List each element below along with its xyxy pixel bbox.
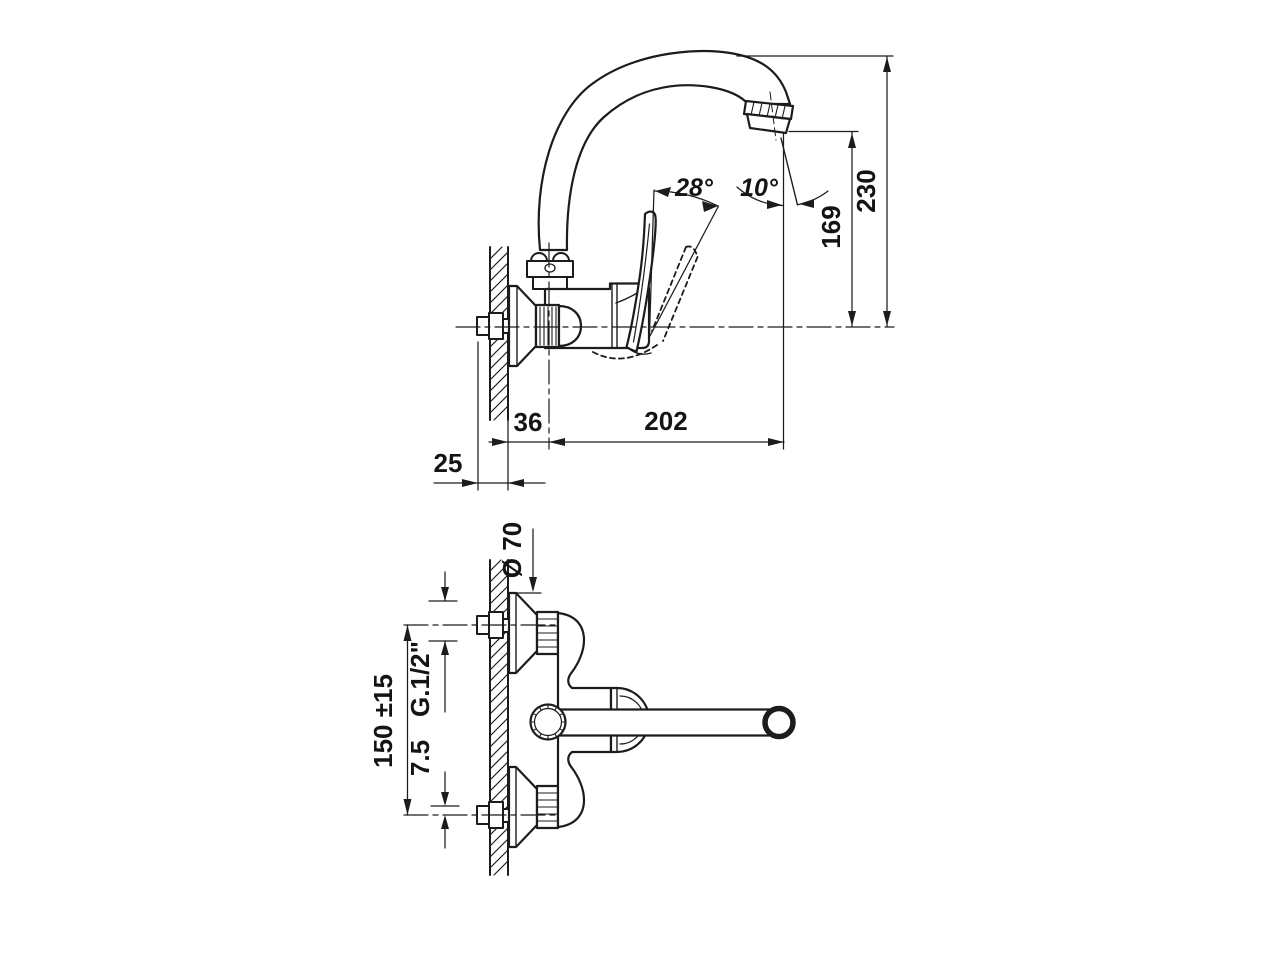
spout-tube — [537, 49, 792, 252]
dim-36-label: 36 — [514, 407, 543, 437]
spout-neck — [532, 276, 568, 290]
spout-ring — [526, 252, 574, 278]
dim-169-label: 169 — [816, 205, 846, 248]
dim-202-label: 202 — [644, 406, 687, 436]
dim-230-label: 230 — [851, 169, 881, 212]
dimension-230 — [736, 55, 894, 327]
plan-view: Ø 70 150 ±15 G.1/2" — [368, 522, 796, 876]
dim-dia70-label: Ø 70 — [497, 522, 527, 578]
dimension-36-202 — [488, 411, 785, 491]
escutcheon-bottom-plan — [507, 765, 539, 849]
union-nut-top-plan — [535, 610, 560, 656]
spout-end-cap — [762, 705, 796, 740]
handle-angle-label: 28° — [674, 174, 714, 202]
stream-angle-label: 10° — [740, 174, 779, 202]
dim-150-label: 150 ±15 — [368, 674, 398, 768]
dimension-150 — [403, 624, 412, 816]
dim-25-label: 25 — [434, 448, 463, 478]
escutcheon-side — [507, 284, 538, 368]
dim-thread-label: G.1/2" — [405, 641, 435, 717]
spout-tube-plan — [546, 705, 796, 740]
dimension-25 — [433, 341, 546, 491]
side-view: 10° 28° 230 — [433, 49, 895, 491]
body-union-nut-side — [534, 303, 583, 349]
lever-handle — [625, 210, 657, 355]
dim-75-label: 7.5 — [405, 740, 435, 776]
aerator — [742, 91, 795, 141]
dimension-169 — [788, 130, 859, 327]
arrow — [767, 200, 782, 209]
handle-angle-dimension — [648, 187, 720, 337]
dimension-thread — [428, 571, 458, 713]
arrow — [655, 187, 671, 197]
dimension-dia70 — [516, 528, 542, 594]
arrow — [702, 201, 718, 212]
supply-union-side — [476, 312, 511, 340]
union-nut-bottom-plan — [535, 784, 560, 830]
stream-angle-dimension — [736, 132, 829, 450]
dimension-75 — [430, 771, 460, 849]
arrow — [799, 199, 814, 208]
spout-swivel-nut-plan — [529, 703, 567, 741]
escutcheon-top-plan — [507, 591, 539, 675]
